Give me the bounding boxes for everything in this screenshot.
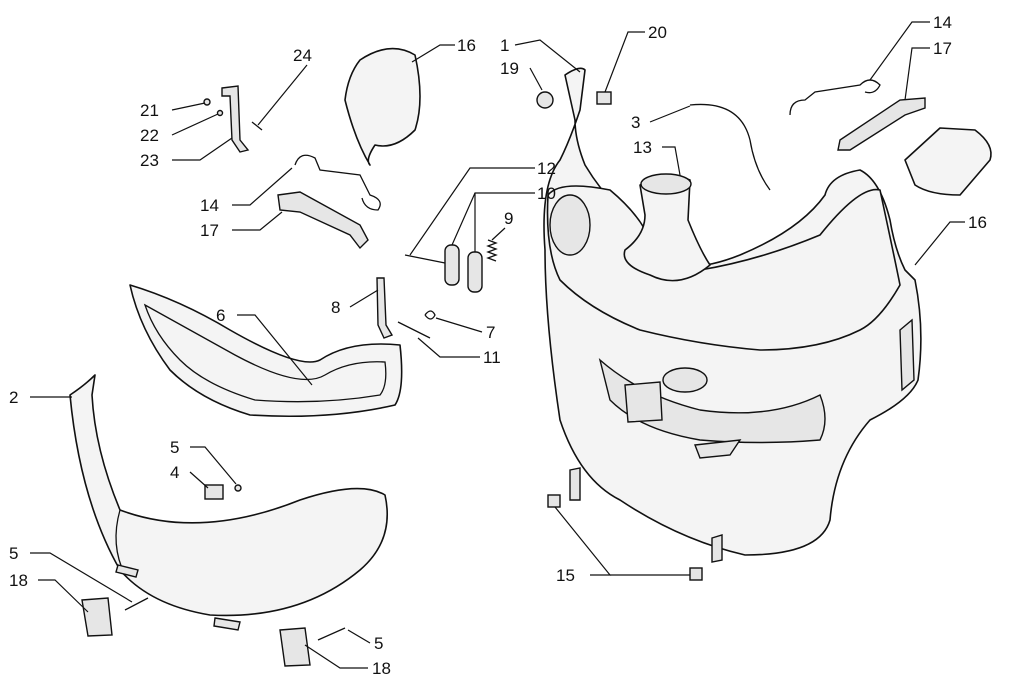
part-21-nut — [203, 98, 211, 106]
callout-6: 6 — [216, 306, 225, 325]
part-1-inner-bracket — [624, 381, 663, 423]
callout-15: 15 — [556, 566, 575, 585]
callout-17-left: 17 — [200, 221, 219, 240]
callout-9: 9 — [504, 209, 513, 228]
callout-18-left: 18 — [9, 571, 28, 590]
part-5-screw-c — [317, 627, 346, 641]
callout-17-right: 17 — [933, 39, 952, 58]
callout-4: 4 — [170, 463, 179, 482]
callout-16-right: 16 — [968, 213, 987, 232]
part-14-spring-right — [789, 79, 881, 116]
part-17-bracket-right — [837, 97, 926, 151]
part-6-gasket — [129, 284, 403, 418]
part-18-bracket-b — [279, 627, 311, 667]
part-18-bracket-a — [81, 597, 113, 637]
part-17-bracket-left — [277, 191, 369, 250]
callout-11: 11 — [483, 348, 501, 367]
part-10-pad-b — [467, 251, 483, 293]
part-11-rod — [397, 321, 431, 339]
clip-under-shield-2 — [115, 564, 139, 578]
callout-19: 19 — [500, 59, 519, 78]
part-2-lower-shield — [69, 374, 388, 617]
part-1-round-hole — [662, 367, 708, 393]
part-1-arrow-tab — [694, 439, 742, 459]
callout-21: 21 — [140, 101, 159, 120]
callout-5-upper: 5 — [170, 438, 179, 457]
callout-7: 7 — [486, 323, 495, 342]
part-1-lower-tab-2 — [569, 467, 581, 501]
callout-24: 24 — [293, 46, 312, 65]
part-3-cable — [689, 103, 771, 191]
callout-5-bottom: 5 — [374, 634, 383, 653]
part-1-lower-tab — [711, 534, 723, 563]
part-10-pad-a — [444, 244, 460, 286]
callout-14-right: 14 — [933, 13, 952, 32]
part-7-spring — [424, 310, 436, 320]
part-15-nut-a — [547, 494, 561, 508]
callout-16-left: 16 — [457, 36, 476, 55]
part-5-screw-b — [124, 597, 149, 611]
part-15-nut-b — [689, 567, 703, 581]
part-4-clip — [204, 484, 224, 500]
part-5-screw-a — [234, 484, 242, 492]
callout-13: 13 — [633, 138, 652, 157]
callout-5-left: 5 — [9, 544, 18, 563]
callout-22: 22 — [140, 126, 159, 145]
clip-under-shield — [213, 617, 241, 631]
callout-18-bottom: 18 — [372, 659, 391, 678]
part-14-spring-left — [294, 154, 381, 211]
callout-1: 1 — [500, 36, 509, 55]
callout-14-left: 14 — [200, 196, 219, 215]
part-20-clip — [596, 91, 612, 105]
callout-8: 8 — [331, 298, 340, 317]
callout-23: 23 — [140, 151, 159, 170]
callout-3: 3 — [631, 113, 640, 132]
part-13-duct-mouth — [640, 173, 692, 195]
callout-12: 12 — [537, 159, 556, 178]
part-1-left-hole — [549, 194, 591, 256]
part-22-washer — [216, 109, 224, 117]
part-19-bolt — [536, 91, 554, 109]
part-9-spring — [486, 239, 498, 262]
callout-20: 20 — [648, 23, 667, 42]
part-8-latch — [376, 277, 394, 339]
part-1-side-slot — [899, 318, 915, 392]
callout-10: 10 — [537, 184, 556, 203]
callout-2: 2 — [9, 388, 18, 407]
part-1-glovebox-opening — [598, 358, 826, 444]
part-16-right-cover — [904, 127, 992, 196]
part-24-screw — [251, 121, 263, 131]
part-23-bracket — [221, 85, 250, 153]
leader-lines — [30, 21, 965, 669]
part-6-gasket-inner — [143, 303, 387, 403]
part-16-visor — [344, 47, 421, 166]
